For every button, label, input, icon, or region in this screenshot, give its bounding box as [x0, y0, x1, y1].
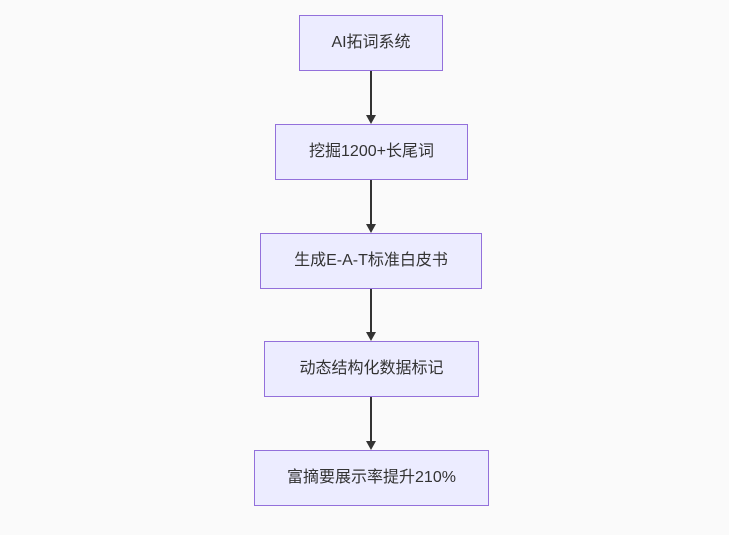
flowchart-arrow-1: [366, 71, 376, 124]
arrow-head-icon: [366, 332, 376, 341]
arrow-line: [370, 71, 372, 115]
arrow-head-icon: [366, 224, 376, 233]
flowchart-arrow-3: [366, 289, 376, 341]
arrow-line: [370, 180, 372, 224]
flowchart-node-structured-data-markup: 动态结构化数据标记: [264, 341, 479, 397]
arrow-line: [370, 397, 372, 441]
flowchart-node-eat-whitepaper: 生成E-A-T标准白皮书: [260, 233, 482, 289]
arrow-head-icon: [366, 115, 376, 124]
arrow-line: [370, 289, 372, 332]
flowchart-arrow-2: [366, 180, 376, 233]
arrow-head-icon: [366, 441, 376, 450]
flowchart-node-ai-keyword-system: AI拓词系统: [299, 15, 443, 71]
flowchart-node-longtail-keywords: 挖掘1200+长尾词: [275, 124, 468, 180]
flowchart-arrow-4: [366, 397, 376, 450]
flowchart-node-rich-snippet-rate: 富摘要展示率提升210%: [254, 450, 489, 506]
